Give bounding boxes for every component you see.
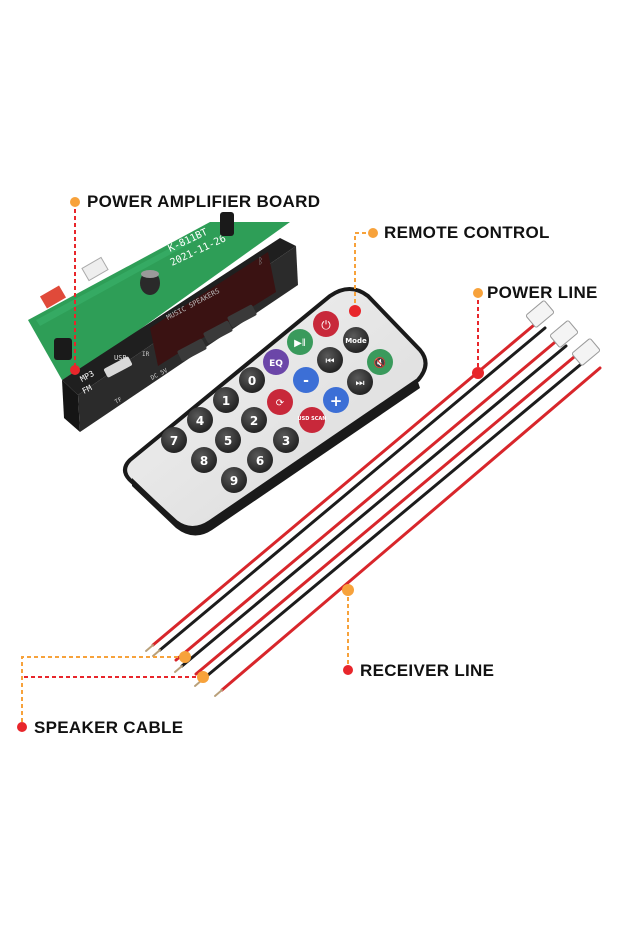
- speaker-wire-black-2: [200, 358, 588, 682]
- callout-dots: [17, 197, 484, 732]
- key-1[interactable]: [213, 387, 239, 413]
- repeat-key[interactable]: [267, 389, 293, 415]
- display-window: [150, 252, 276, 366]
- minus-key[interactable]: [293, 367, 319, 393]
- key-6[interactable]: [247, 447, 273, 473]
- key-0-label: 0: [248, 374, 256, 388]
- key-5-label: 5: [224, 434, 232, 448]
- label-power-line: POWER LINE: [487, 283, 598, 302]
- speaker-wire-red-2: [194, 350, 582, 676]
- prev-key[interactable]: [317, 347, 343, 373]
- key-4-label: 4: [196, 414, 204, 428]
- next-icon: ⏭: [356, 378, 365, 389]
- key-6-label: 6: [256, 454, 264, 468]
- key-5[interactable]: [215, 427, 241, 453]
- mode-key-label: Mode: [345, 337, 367, 345]
- play-pause-icon: ▶‖: [294, 338, 306, 349]
- eq-key-label: EQ: [269, 359, 283, 369]
- receiver-wire-red: [220, 366, 602, 692]
- usd-scan-key[interactable]: [299, 407, 325, 433]
- key-7-label: 7: [170, 434, 178, 448]
- key-2-label: 2: [250, 414, 258, 428]
- minus-key-label: -: [303, 373, 309, 389]
- remote-control: ⏻ Mode ▶‖ EQ ⏮ 🔇 0 - ⏭ ⟳ + 1 2: [123, 287, 428, 536]
- tf-label: TF: [114, 396, 124, 406]
- key-2[interactable]: [241, 407, 267, 433]
- key-9[interactable]: [221, 467, 247, 493]
- key-3-label: 3: [282, 434, 290, 448]
- usb-port: [103, 356, 133, 378]
- usd-scan-label: USD SCAN: [298, 416, 327, 422]
- wires: [145, 318, 602, 697]
- ir-label: IR: [142, 351, 150, 358]
- connector-2: [549, 320, 579, 348]
- power-icon: ⏻: [321, 318, 331, 332]
- label-receiver-line: RECEIVER LINE: [360, 661, 495, 680]
- prev-icon: ⏮: [326, 356, 335, 367]
- power-key[interactable]: [313, 311, 339, 337]
- label-remote-control: REMOTE CONTROL: [384, 223, 550, 242]
- usb-label: USB: [114, 354, 127, 362]
- eq-key[interactable]: [263, 349, 289, 375]
- key-0[interactable]: [239, 367, 265, 393]
- key-3[interactable]: [273, 427, 299, 453]
- label-power-amplifier-board: POWER AMPLIFIER BOARD: [87, 192, 321, 211]
- remote-keys: ⏻ Mode ▶‖ EQ ⏮ 🔇 0 - ⏭ ⟳ + 1 2: [161, 311, 393, 493]
- mode-key[interactable]: [343, 327, 369, 353]
- bluetooth-icon: ᛒ: [258, 256, 263, 266]
- speaker-wire-black-1: [180, 344, 568, 668]
- key-7[interactable]: [161, 427, 187, 453]
- key-9-label: 9: [230, 474, 238, 488]
- connector-1: [525, 300, 555, 328]
- speaker-wire-red-1: [174, 336, 562, 662]
- play-pause-key[interactable]: [287, 329, 313, 355]
- wire-connectors: [525, 300, 601, 366]
- key-1-label: 1: [222, 394, 230, 408]
- power-wire-black: [158, 326, 547, 652]
- power-amplifier-board: K-811BT 2021-11-26 MUSIC SPEAKERS ᛒ USB …: [28, 212, 298, 432]
- key-8-label: 8: [200, 454, 208, 468]
- fm-label: FM: [81, 383, 94, 396]
- plus-key-label: +: [330, 392, 343, 410]
- plus-key[interactable]: [323, 387, 349, 413]
- repeat-icon: ⟳: [276, 398, 285, 409]
- pcb: [28, 222, 290, 380]
- key-4[interactable]: [187, 407, 213, 433]
- label-speaker-cable: SPEAKER CABLE: [34, 718, 184, 737]
- mute-icon: 🔇: [374, 356, 386, 369]
- leader-lines: [21, 202, 479, 727]
- key-8[interactable]: [191, 447, 217, 473]
- next-key[interactable]: [347, 369, 373, 395]
- mute-key[interactable]: [367, 349, 393, 375]
- connector-3: [571, 338, 601, 366]
